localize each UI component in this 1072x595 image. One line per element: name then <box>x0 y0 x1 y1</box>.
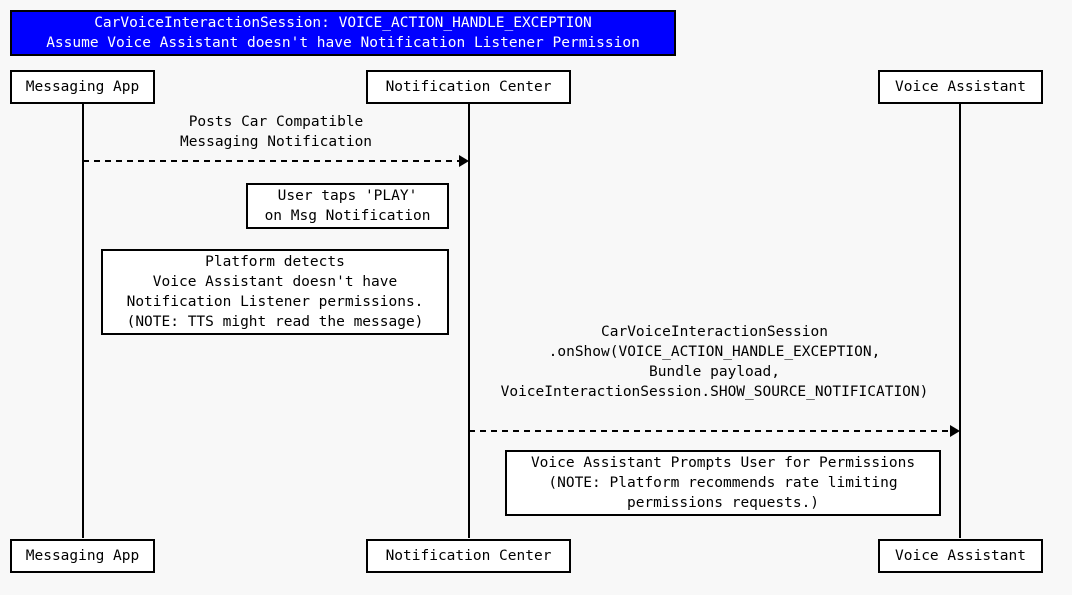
note-line: Platform detects <box>205 254 345 270</box>
participant-voice-assistant-bottom[interactable]: Voice Assistant <box>878 539 1043 573</box>
note-line: permissions requests.) <box>626 495 820 511</box>
lifeline-notification-center <box>468 104 470 538</box>
participant-messaging-app-top[interactable]: Messaging App <box>10 70 155 104</box>
message-label-on-show: CarVoiceInteractionSession .onShow(VOICE… <box>469 322 960 402</box>
note-platform-detects: Platform detects Voice Assistant doesn't… <box>101 249 449 335</box>
participant-label: Messaging App <box>25 79 140 95</box>
participant-notification-center-bottom[interactable]: Notification Center <box>366 539 571 573</box>
participant-label: Notification Center <box>385 548 552 564</box>
participant-messaging-app-bottom[interactable]: Messaging App <box>10 539 155 573</box>
arrow-head-icon <box>950 425 960 437</box>
note-line: Voice Assistant doesn't have <box>152 274 398 290</box>
message-label-post-notification: Posts Car Compatible Messaging Notificat… <box>83 112 469 152</box>
participant-label: Voice Assistant <box>895 79 1026 95</box>
message-label-line: CarVoiceInteractionSession <box>601 324 828 340</box>
note-user-taps-play: User taps 'PLAY' on Msg Notification <box>246 183 449 229</box>
note-line: User taps 'PLAY' <box>277 188 418 204</box>
note-line: (NOTE: Platform recommends rate limiting <box>548 475 898 491</box>
diagram-title-banner: CarVoiceInteractionSession: VOICE_ACTION… <box>10 10 676 56</box>
message-label-line: .onShow(VOICE_ACTION_HANDLE_EXCEPTION, <box>548 344 881 360</box>
message-label-line: Posts Car Compatible <box>188 114 364 130</box>
lifeline-messaging-app <box>82 104 84 538</box>
note-line: (NOTE: TTS might read the message) <box>126 314 424 330</box>
participant-label: Notification Center <box>385 79 552 95</box>
diagram-title-line-2: Assume Voice Assistant doesn't have Noti… <box>46 35 640 51</box>
note-line: Voice Assistant Prompts User for Permiss… <box>530 455 916 471</box>
message-label-line: VoiceInteractionSession.SHOW_SOURCE_NOTI… <box>500 384 929 400</box>
arrow-shaft <box>469 430 951 432</box>
arrow-head-icon <box>459 155 469 167</box>
note-line: Notification Listener permissions. <box>126 294 424 310</box>
diagram-title-line-1: CarVoiceInteractionSession: VOICE_ACTION… <box>94 15 592 31</box>
lifeline-voice-assistant <box>959 104 961 538</box>
note-line: on Msg Notification <box>264 208 431 224</box>
participant-voice-assistant-top[interactable]: Voice Assistant <box>878 70 1043 104</box>
message-arrow-post-notification <box>83 155 469 167</box>
message-label-line: Messaging Notification <box>179 134 373 150</box>
message-label-line: Bundle payload, <box>649 364 780 380</box>
note-prompts-permissions: Voice Assistant Prompts User for Permiss… <box>505 450 941 516</box>
participant-notification-center-top[interactable]: Notification Center <box>366 70 571 104</box>
participant-label: Voice Assistant <box>895 548 1026 564</box>
participant-label: Messaging App <box>25 548 140 564</box>
message-arrow-on-show <box>469 425 960 437</box>
arrow-shaft <box>83 160 460 162</box>
